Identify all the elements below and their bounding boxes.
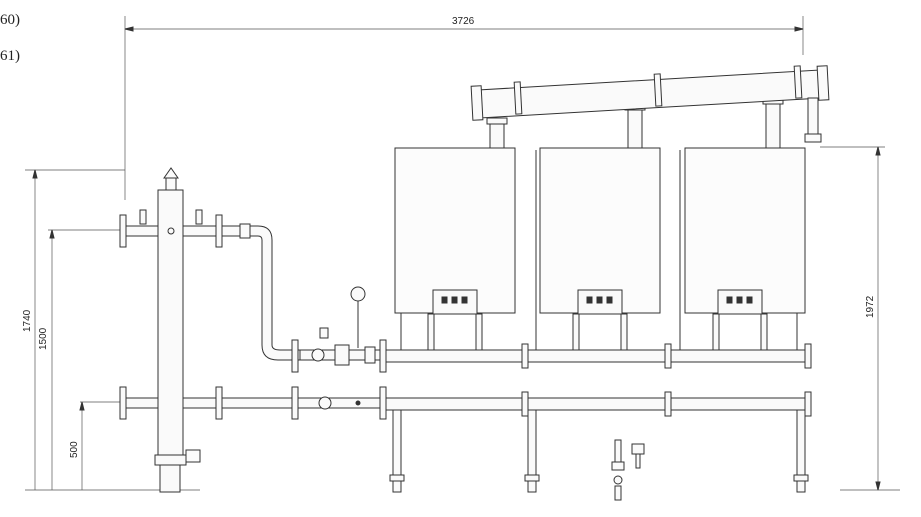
flow-pipe: [221, 223, 391, 373]
overall-width-dimension: 3726: [124, 16, 804, 200]
height-1740-label: 1740: [22, 309, 33, 332]
overall-width-label: 3726: [452, 16, 475, 27]
return-manifold: [385, 391, 812, 417]
height-1500-label: 1500: [38, 327, 49, 350]
flow-manifold: [385, 343, 812, 369]
height-1972-label: 1972: [865, 295, 876, 318]
flue-header: [470, 65, 830, 143]
side-note-2: 61): [0, 48, 20, 64]
boiler-2: [539, 103, 661, 351]
right-height-dimension: 1972: [820, 146, 900, 491]
height-500-label: 500: [69, 441, 80, 458]
hydraulic-separator: [119, 167, 223, 493]
boiler-1: [394, 117, 516, 351]
boiler-3: [684, 97, 806, 351]
loose-valves: [611, 439, 645, 501]
side-note-1: 60): [0, 12, 20, 28]
return-pipe: [221, 386, 393, 420]
